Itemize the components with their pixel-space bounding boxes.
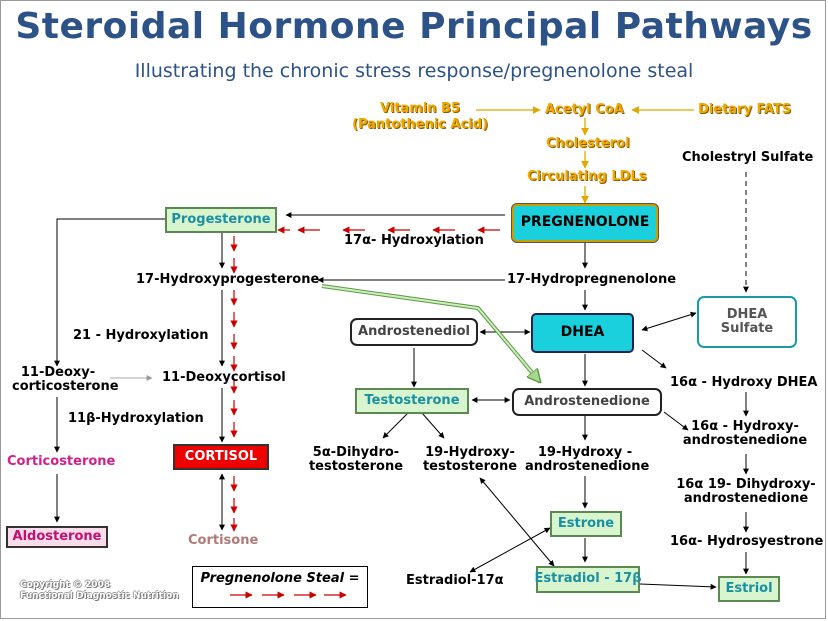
node-progesterone: Progesterone [165,207,277,233]
hydroxyandro16-line1: 16α - Hydroxy- [691,419,799,434]
page-subtitle: Illustrating the chronic stress response… [134,60,694,82]
node-cholesterol: Cholesterol [546,136,630,151]
node-cholestryl-sulfate: Cholestryl Sulfate [682,150,814,165]
arrow-prog-deoxycorti [54,218,166,367]
node-dietary-fats: Dietary FATS [698,102,792,117]
label-17a-hydroxylation: 17α- Hydroxylation [344,233,484,248]
arrow-andro-16ohandro [663,411,689,431]
node-estradiol-17b: Estradiol - 17β [535,566,642,593]
node-estradiol-17a: Estradiol-17α [406,573,504,588]
hydroxyandro-line1: 19-Hydroxy - [537,445,633,460]
node-11-deoxycortisol: 11-Deoxycortisol [162,370,286,385]
hydroxyandro16-line2: androstenedione [682,432,808,448]
node-16a-hydrosyestrone: 16α- Hydrosyestrone [670,534,824,549]
node-pregnenolone: PREGNENOLONE [512,204,658,242]
node-estriol: Estriol [718,576,780,602]
node-estrone: Estrone [550,511,622,537]
copyright: Copyright © 2008 Functional Diagnostic N… [20,580,179,602]
node-5a-dihydrotestosterone: 5α-Dihydro- testosterone [308,446,404,473]
node-16a19-dihydroxyandrostenedione: 16α 19- Dihydroxy- androstenedione [673,478,819,505]
node-17-hydroxyprogesterone: 17-Hydroxyprogesterone [136,272,320,287]
arrow-testo-dihydro [382,412,409,439]
deoxycorti-line2: corticosterone [12,378,119,394]
node-circulating-ldls: Circulating LDLs [527,169,647,184]
arrow-estradiol-estriol [639,583,717,590]
arrow-dhea-16ohdhea [641,349,667,369]
arrow-19oht-estradiol [479,477,555,567]
node-17-hydropregnenolone: 17-Hydropregnenolone [507,272,677,287]
label-21-hydroxylation: 21 - Hydroxylation [73,328,209,343]
node-19-hydroxytestosterone: 19-Hydroxy- testosterone [418,446,522,473]
node-11-deoxycorticosterone: 11-Deoxy- corticosterone [12,365,119,394]
node-androstenediol: Androstenediol [350,318,478,346]
dihydroxy-line2: androstenedione [683,490,809,506]
arrow-testo-19oht [421,412,445,439]
node-aldosterone: Aldosterone [6,526,108,548]
pantothenic-label: (Pantothenic Acid) [352,116,488,132]
deoxycorti-line1: 11-Deoxy- [20,365,96,380]
node-acetyl-coa: Acetyl CoA [545,102,624,117]
arrow-dhea-dheas [641,311,697,332]
node-16a-hydroxyandrostenedione: 16α - Hydroxy- androstenedione [675,420,815,447]
legend-title: Pregnenolone Steal = [200,571,360,586]
dihydroxy-line1: 16α 19- Dihydroxy- [676,477,816,492]
vitamin-b5-label: Vitamin B5 [379,101,460,116]
dihydro-line1: 5α-Dihydro- [312,445,400,460]
node-16a-hydroxy-dhea: 16α - Hydroxy DHEA [670,375,818,390]
dhea-sulfate-line1: DHEA [726,306,768,322]
copyright-line2: Functional Diagnostic Nutrition [20,590,179,601]
node-vitamin-b5: Vitamin B5 (Pantothenic Acid) [350,102,490,131]
node-corticosterone: Corticosterone [7,454,116,469]
dihydro-line2: testosterone [308,458,404,474]
arrow-17ohp-androstenedione [321,285,540,382]
legend-box: Pregnenolone Steal = [192,566,368,608]
node-cortisone: Cortisone [188,533,259,548]
node-19-hydroxyandrostenedione: 19-Hydroxy - androstenedione [525,445,650,474]
copyright-line1: Copyright © 2008 [20,580,111,590]
node-dhea-sulfate: DHEA Sulfate [697,296,797,348]
node-testosterone: Testosterone [355,388,469,414]
node-cortisol: CORTISOL [173,444,269,470]
label-11b-hydroxylation: 11β-Hydroxylation [68,411,204,426]
node-androstenedione: Androstenedione [512,388,662,416]
hydroxytest-line2: testosterone [422,458,518,474]
hydroxyandro-line2: androstenedione [525,458,650,474]
hydroxytest-line1: 19-Hydroxy- [425,445,515,460]
node-dhea: DHEA [531,313,634,353]
dhea-sulfate-line2: Sulfate [720,321,774,336]
page-title: Steroidal Hormone Principal Pathways [15,6,813,47]
